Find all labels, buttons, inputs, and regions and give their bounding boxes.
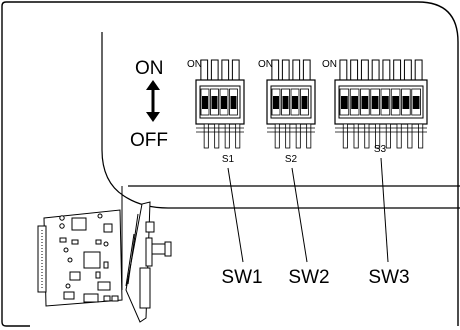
switch-pin xyxy=(375,123,381,149)
switch-lever xyxy=(273,96,279,109)
board-edge xyxy=(101,32,460,209)
switch-toggle-tab xyxy=(271,59,280,83)
switch-pin xyxy=(214,123,220,149)
board-chip xyxy=(63,291,75,300)
switch-lever xyxy=(412,96,420,109)
board-chip xyxy=(69,271,81,281)
board-chip xyxy=(71,217,87,231)
switch-toggle-tab xyxy=(393,59,402,83)
dip-switch-s3 xyxy=(334,59,428,149)
switch-pin xyxy=(235,123,241,149)
switch-lever xyxy=(341,96,348,109)
switch-toggle-tab xyxy=(302,59,311,83)
switch-toggle-tab xyxy=(382,59,391,83)
callout-sw3: SW3 xyxy=(368,267,409,288)
switch-pin xyxy=(285,123,291,149)
switch-lever xyxy=(402,96,410,109)
switch-lever xyxy=(351,96,358,109)
switch-toggle-tab xyxy=(414,59,423,83)
switch-s2-id-label: S2 xyxy=(285,154,298,165)
switch-lever xyxy=(282,96,289,109)
switch-s2-on-label: ON xyxy=(258,59,273,70)
leader-line-sw2 xyxy=(291,167,308,263)
board-chip xyxy=(83,251,101,269)
switch-lever xyxy=(211,96,218,109)
switch-toggle-tab xyxy=(210,59,219,83)
switch-lever xyxy=(221,96,227,109)
switch-lever xyxy=(361,96,369,109)
board-chip xyxy=(97,281,111,291)
switch-toggle-tab xyxy=(281,59,290,83)
switch-pin xyxy=(295,123,301,149)
circuit-board-illustration xyxy=(37,201,172,323)
switch-toggle-tab xyxy=(339,59,348,83)
dip-switch-s2 xyxy=(266,59,316,149)
legend-off-label: OFF xyxy=(130,130,168,151)
switch-pin xyxy=(407,123,413,149)
switch-toggle-tab xyxy=(403,59,412,83)
leader-line-sw1 xyxy=(227,167,244,263)
switch-toggle-tab xyxy=(350,59,359,83)
switch-s1-id-label: S1 xyxy=(222,154,235,165)
switch-lever xyxy=(382,96,389,109)
switch-pin xyxy=(396,123,402,149)
up-down-arrow-icon xyxy=(146,80,160,122)
switch-s1-on-label: ON xyxy=(187,59,202,70)
legend-on-label: ON xyxy=(135,58,164,79)
switch-lever xyxy=(392,96,399,109)
board-chip xyxy=(83,293,99,303)
switch-pin xyxy=(203,123,209,149)
board-chip xyxy=(103,295,111,302)
switch-pin xyxy=(274,123,280,149)
switch-toggle-tab xyxy=(221,59,230,83)
switch-pin xyxy=(385,123,391,149)
switch-pin xyxy=(364,123,370,149)
switch-pin xyxy=(224,123,230,149)
callout-sw1: SW1 xyxy=(221,267,262,288)
switch-lever xyxy=(371,96,379,109)
switch-pin xyxy=(306,123,312,149)
switch-pin xyxy=(418,123,424,149)
switch-toggle-tab xyxy=(231,59,240,83)
leader-line-sw3 xyxy=(380,157,389,263)
board-edge-connector xyxy=(37,225,47,293)
switch-s3-on-label: ON xyxy=(322,59,337,70)
switch-pin xyxy=(342,123,348,149)
board-chip xyxy=(103,223,113,233)
dip-switch-s1 xyxy=(195,59,245,149)
switch-s3-id-label: S3 xyxy=(374,144,387,155)
switch-toggle-tab xyxy=(200,59,209,83)
switch-lever xyxy=(301,96,308,109)
callout-sw2: SW2 xyxy=(288,267,329,288)
switch-toggle-tab xyxy=(360,59,369,83)
switch-toggle-tab xyxy=(292,59,301,83)
switch-lever xyxy=(292,96,298,109)
switch-lever xyxy=(230,96,237,109)
switch-toggle-tab xyxy=(371,59,380,83)
board-chip xyxy=(111,295,119,302)
switch-lever xyxy=(202,96,208,109)
switch-pin xyxy=(353,123,359,149)
